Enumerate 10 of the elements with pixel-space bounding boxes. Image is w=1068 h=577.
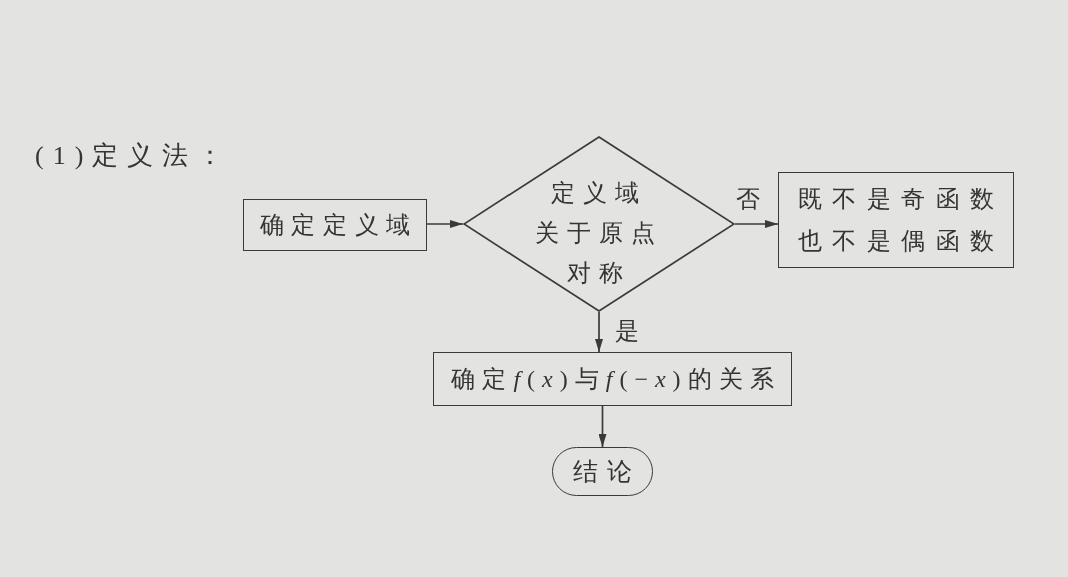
arrow	[595, 311, 603, 353]
heading: (1)定义法：	[35, 140, 233, 172]
arrow	[598, 405, 607, 448]
process-box: 既不是奇函数也不是偶函数	[778, 172, 1014, 268]
edge-label: 否	[736, 186, 760, 212]
process-box: 确定定义域	[243, 199, 427, 251]
decision-diamond: 定义域关于原点对称	[463, 136, 735, 312]
arrow	[426, 220, 464, 228]
arrow	[734, 220, 779, 228]
edge-label: 是	[615, 318, 639, 344]
